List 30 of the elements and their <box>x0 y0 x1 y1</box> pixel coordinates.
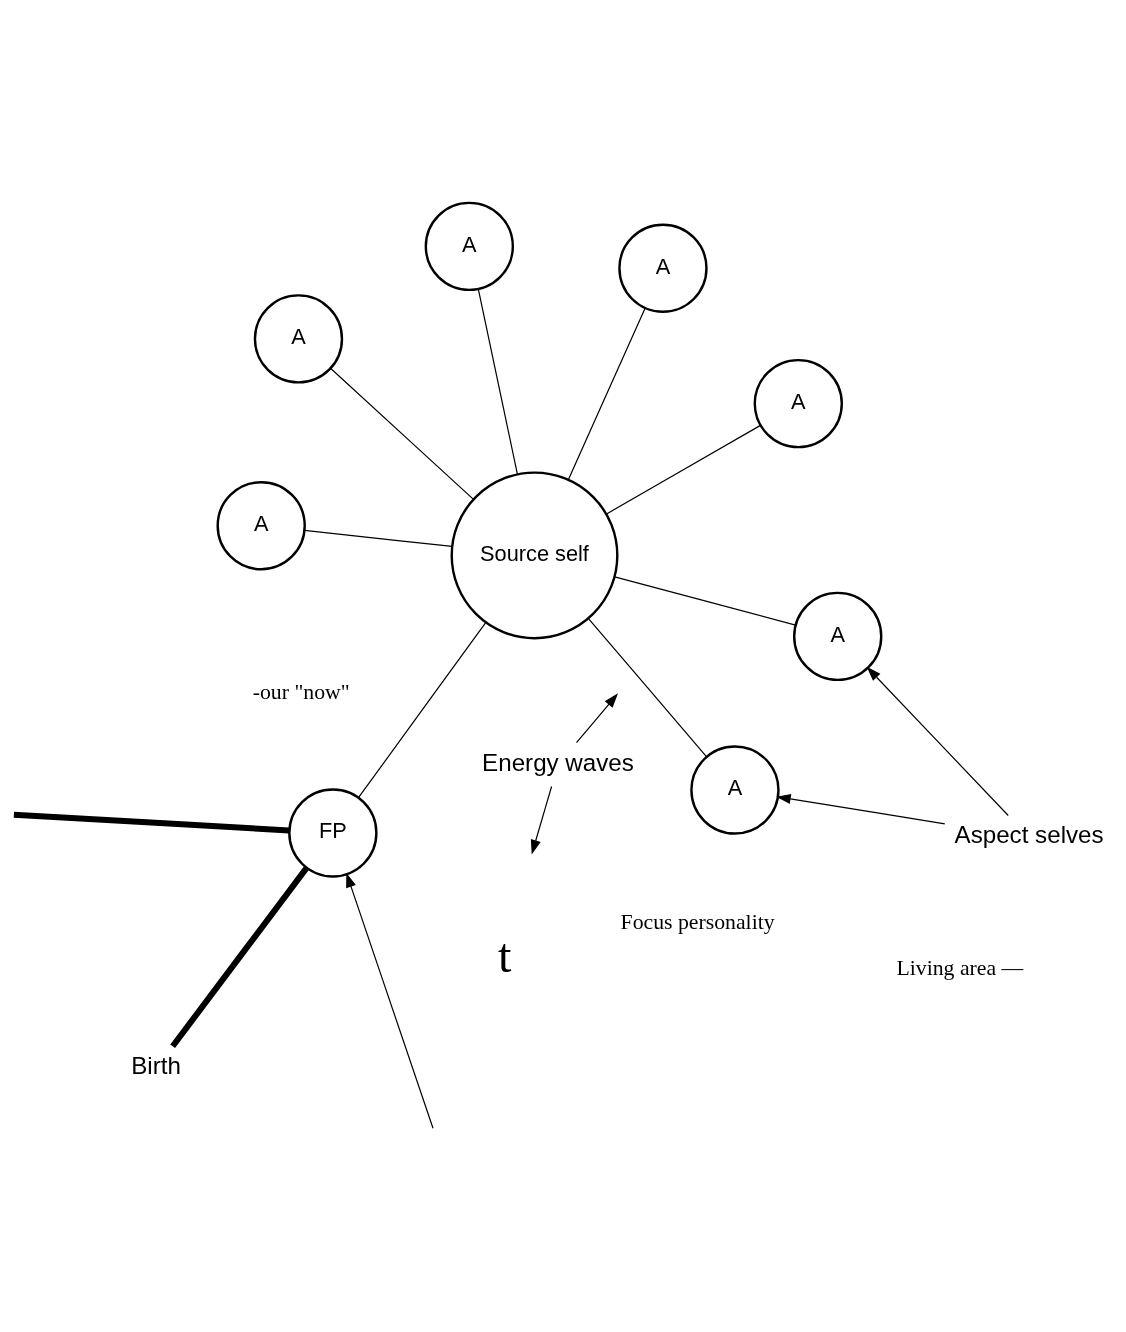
node-circle: A <box>753 358 843 449</box>
node-text: Energy waves <box>482 748 634 776</box>
arrow <box>575 693 619 744</box>
label: Living area — <box>896 955 1024 980</box>
node-circle: Source self <box>450 471 619 640</box>
node-circle: A <box>424 201 515 292</box>
connector <box>330 367 475 501</box>
arrow <box>346 872 434 1129</box>
arrow <box>776 793 946 825</box>
label: -our "now" <box>252 680 350 705</box>
connector <box>614 576 797 626</box>
label: Focus personality <box>620 910 775 935</box>
connector <box>13 811 290 834</box>
node-circle: A <box>690 745 780 835</box>
label: t <box>498 929 512 983</box>
connector <box>477 288 518 475</box>
connector <box>357 622 487 799</box>
arrow <box>866 666 1009 817</box>
connector <box>606 424 762 515</box>
node-circle: A <box>253 294 344 384</box>
node-circle: A <box>618 223 708 313</box>
node-circle: FP <box>288 788 378 878</box>
arrow <box>530 785 553 855</box>
connector <box>170 866 309 1049</box>
connector <box>588 618 708 758</box>
node-circle: A <box>216 481 306 571</box>
connector <box>303 529 453 548</box>
connector <box>567 307 646 481</box>
node-text: Birth <box>131 1052 181 1080</box>
node-text: Aspect selves <box>954 821 1104 849</box>
